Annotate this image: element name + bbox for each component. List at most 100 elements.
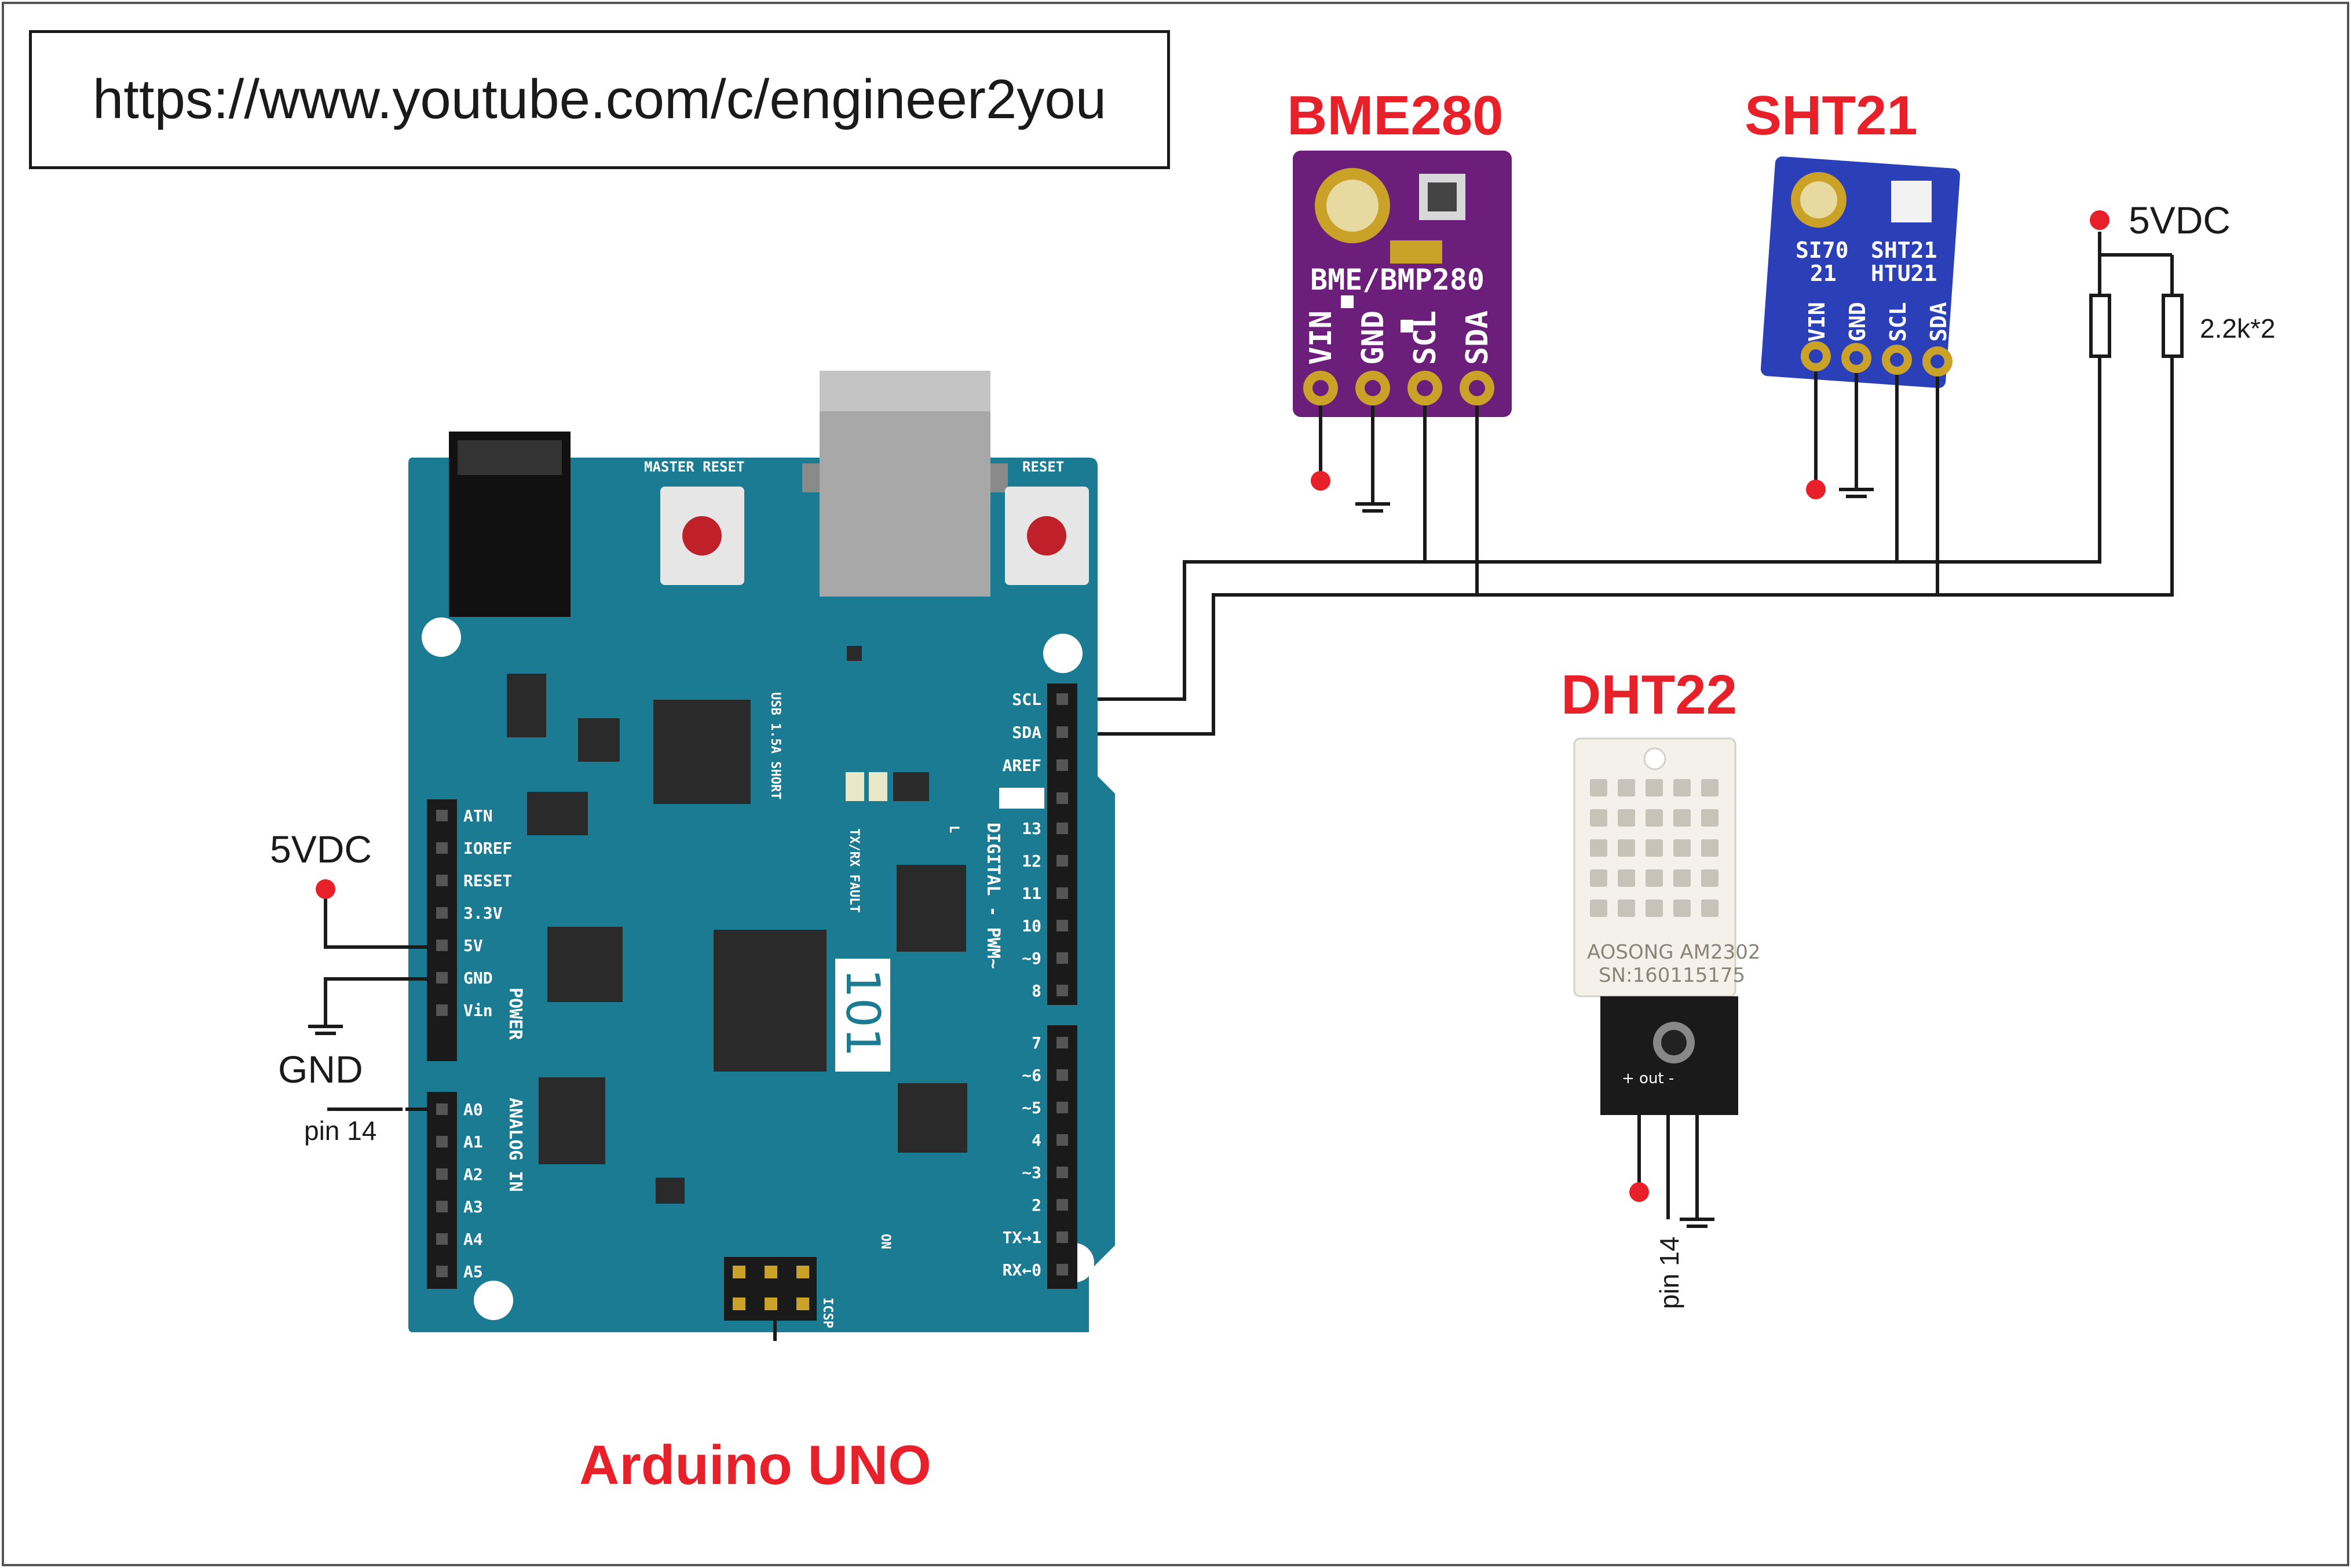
pin-socket bbox=[1056, 759, 1068, 771]
dht-vent bbox=[1646, 900, 1663, 917]
sht-name3: SHT21 bbox=[1871, 237, 1937, 263]
vdc-dot-left bbox=[316, 879, 335, 899]
ground-symbols bbox=[308, 488, 1874, 1228]
main-chip bbox=[714, 930, 827, 1072]
chip bbox=[847, 646, 862, 661]
pin-socket bbox=[436, 875, 448, 886]
pin-socket bbox=[1056, 1102, 1068, 1113]
label-resistor: 2.2k*2 bbox=[2200, 313, 2276, 343]
pin-socket bbox=[1056, 1037, 1068, 1048]
sensor-pin-label: VIN bbox=[1304, 310, 1339, 365]
analog-pin-label: A5 bbox=[463, 1262, 483, 1281]
digital-pin-label: SCL bbox=[1012, 690, 1041, 709]
dht-vent bbox=[1701, 900, 1719, 917]
power-pin-label: 3.3V bbox=[463, 904, 503, 923]
analog-pin-label: A1 bbox=[463, 1132, 483, 1152]
digital-label: DIGITAL - PWM~ bbox=[983, 823, 1003, 969]
pin-socket bbox=[436, 1233, 448, 1245]
pin-socket bbox=[1056, 1134, 1068, 1146]
digital-pin-label: 2 bbox=[1032, 1196, 1041, 1215]
pin-socket bbox=[1056, 985, 1068, 996]
digital-pin-label: SDA bbox=[1012, 723, 1041, 742]
url-text: https://www.youtube.com/c/engineer2you bbox=[92, 68, 1107, 130]
digital-pin-label: RX←0 bbox=[1003, 1260, 1041, 1280]
analog-pin-label: A0 bbox=[463, 1100, 483, 1119]
title-sht21: SHT21 bbox=[1745, 85, 1918, 147]
sht-pin-labels: VIN GND SCL SDA bbox=[1804, 302, 1951, 342]
dht-vent bbox=[1673, 809, 1691, 827]
dht-vent bbox=[1646, 779, 1663, 796]
power-header bbox=[427, 799, 457, 1061]
model-label: 101 bbox=[836, 968, 890, 1057]
sensor-pin-label: VIN bbox=[1804, 302, 1830, 342]
digital-pin-label: ~9 bbox=[1022, 949, 1041, 968]
vdc-dot-bme bbox=[1311, 471, 1330, 491]
digital-pin-label: 10 bbox=[1022, 916, 1041, 935]
pin-socket bbox=[1056, 1199, 1068, 1211]
sensor-pin-label: GND bbox=[1356, 310, 1391, 365]
supply-dots bbox=[316, 210, 2109, 1202]
vdc-dot-dht bbox=[1629, 1182, 1649, 1202]
pin-socket bbox=[436, 1201, 448, 1212]
digital-pin-label: ~3 bbox=[1022, 1163, 1041, 1182]
pin-socket bbox=[436, 810, 448, 821]
sensor-pin-label: SDA bbox=[1460, 310, 1495, 365]
digital-pin-label: 4 bbox=[1032, 1131, 1041, 1150]
title-dht22: DHT22 bbox=[1561, 664, 1738, 726]
vdc-dot-sht bbox=[1806, 480, 1826, 499]
power-pin-label: RESET bbox=[463, 871, 512, 890]
dht-vent bbox=[1618, 779, 1635, 796]
digital-pin-label: 8 bbox=[1032, 981, 1041, 1000]
digital-pin-label: 13 bbox=[1022, 819, 1041, 838]
power-label: POWER bbox=[505, 988, 525, 1040]
pin-socket bbox=[1056, 1069, 1068, 1081]
dht-vent bbox=[1701, 869, 1719, 887]
dht-vent bbox=[1618, 809, 1635, 827]
dht-vent bbox=[1701, 839, 1719, 857]
pin-socket bbox=[436, 1136, 448, 1147]
digital-pin-label: ~6 bbox=[1022, 1066, 1041, 1085]
model-label-box bbox=[835, 959, 890, 1072]
dht-vent bbox=[1618, 869, 1635, 887]
sht-name2: 21 bbox=[1810, 261, 1837, 286]
dht-brand: AOSONG AM2302 bbox=[1587, 941, 1760, 964]
led bbox=[869, 772, 887, 801]
pin-socket bbox=[436, 1266, 448, 1277]
mount-hole bbox=[422, 617, 461, 657]
dht-vent bbox=[1701, 809, 1719, 827]
chip bbox=[527, 792, 588, 835]
resistors bbox=[2089, 294, 2184, 358]
chip bbox=[898, 1083, 967, 1153]
power-pin-label: 5V bbox=[463, 936, 483, 955]
gnd-tag bbox=[999, 788, 1044, 809]
sensor-pin-label: GND bbox=[1845, 302, 1870, 342]
digital-pin-label: 11 bbox=[1022, 884, 1041, 903]
digital-pin-label: GND bbox=[1012, 789, 1041, 808]
label-pin14-left: pin 14 bbox=[304, 1116, 377, 1146]
chip bbox=[547, 927, 623, 1002]
dht-vent bbox=[1618, 839, 1635, 857]
dht-vent bbox=[1646, 839, 1663, 857]
arduino-board: MASTER RESET RESET 101 bbox=[408, 371, 1115, 1332]
power-pin-label: GND bbox=[463, 968, 493, 988]
resistor-2 bbox=[2162, 294, 2184, 358]
dht-vent bbox=[1590, 839, 1607, 857]
sensor-pin-label: SDA bbox=[1926, 302, 1951, 342]
dht-vent bbox=[1590, 869, 1607, 887]
dht-vent bbox=[1673, 900, 1691, 917]
sensor-pin-label: SCL bbox=[1885, 302, 1911, 342]
pin-socket bbox=[1056, 693, 1068, 705]
digital-pin-label: TX→1 bbox=[1003, 1228, 1041, 1247]
pin-socket bbox=[1056, 920, 1068, 931]
pin-socket bbox=[436, 972, 448, 984]
analog-header bbox=[427, 1092, 457, 1289]
pin-socket bbox=[1056, 887, 1068, 899]
url-box: https://www.youtube.com/c/engineer2you bbox=[29, 30, 1170, 169]
pin-socket bbox=[436, 1004, 448, 1016]
dht-vent bbox=[1701, 779, 1719, 796]
